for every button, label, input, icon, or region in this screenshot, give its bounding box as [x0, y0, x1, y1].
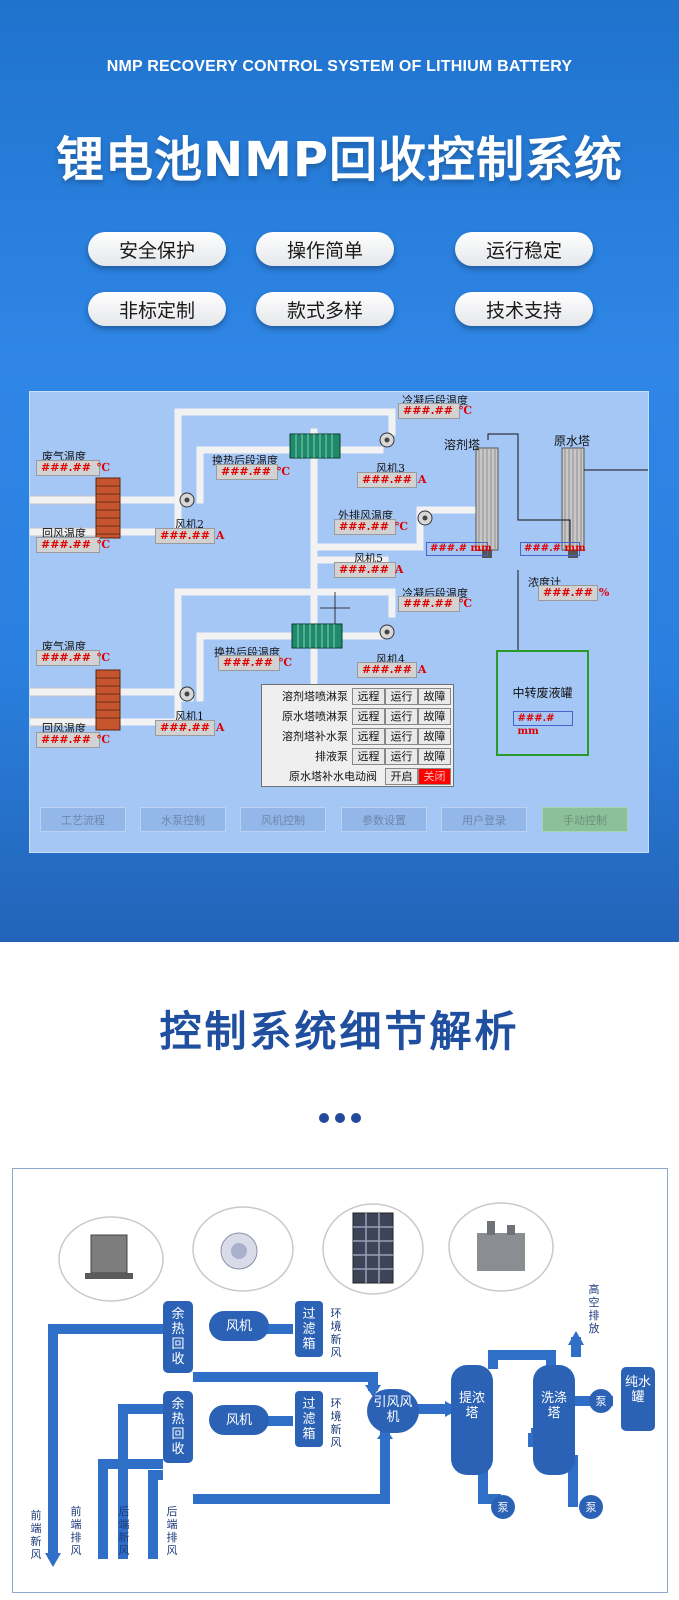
fan-box-2: 风机	[225, 1413, 252, 1428]
nav-parameter-settings[interactable]: 参数设置	[341, 807, 427, 832]
heat-exchange-temp-value: ###.##℃	[216, 464, 290, 480]
transfer-tank-label: 中转废液罐	[512, 686, 573, 700]
env-fresh-air-label-2: 环境新风	[330, 1397, 342, 1449]
pump-fault-cell: 故障	[418, 688, 451, 705]
exhaust-temp-label-2: 废气温度	[42, 640, 86, 653]
transfer-waste-tank: 中转废液罐 ###.# mm	[496, 650, 589, 756]
exhaust-temp-value: ###.##℃	[36, 460, 110, 476]
wash-tower-box: 洗涤塔	[540, 1391, 567, 1421]
process-diagram: 余热回收 余热回收 风机 风机 过滤箱 过滤箱 环境新风 环境新风 引风风机 提…	[12, 1168, 668, 1593]
raw-water-tower-level-value: ###.# mm	[520, 542, 586, 556]
env-fresh-air-label: 环境新风	[330, 1307, 342, 1359]
pump-circle: 泵	[497, 1501, 509, 1514]
nav-user-login[interactable]: 用户登录	[441, 807, 527, 832]
outer-exhaust-temp-label: 外排风温度	[338, 509, 393, 522]
concentrate-tower-box: 提浓塔	[458, 1391, 485, 1421]
outer-exhaust-temp-value: ###.##℃	[334, 519, 408, 535]
rear-exhaust-label: 后端排风	[166, 1505, 178, 1557]
front-fresh-air-label: 前端新风	[30, 1509, 42, 1561]
pump-fault-cell: 故障	[418, 708, 451, 725]
fan2-current-value: ###.##A	[155, 528, 224, 544]
hero-subtitle: NMP RECOVERY CONTROL SYSTEM OF LITHIUM B…	[106, 58, 573, 75]
fan1-label: 风机1	[175, 710, 204, 723]
pump-mode-cell[interactable]: 远程	[352, 748, 385, 765]
return-temp-value: ###.##℃	[36, 537, 110, 553]
solvent-tower-level-value: ###.# mm	[426, 542, 492, 556]
process-pipes	[30, 408, 648, 731]
exhaust-temp-label: 废气温度	[42, 450, 86, 463]
feature-pill: 运行稳定	[455, 232, 593, 266]
decor-dot	[335, 1113, 345, 1123]
feature-pill: 技术支持	[455, 292, 593, 326]
pump-run-cell[interactable]: 运行	[385, 708, 418, 725]
pump-circle-2: 泵	[585, 1501, 597, 1514]
feature-pill: 款式多样	[256, 292, 394, 326]
heat-recovery-box: 余热回收	[171, 1307, 185, 1367]
heat-recovery-box-2: 余热回收	[171, 1397, 185, 1457]
high-discharge-label: 高空排放	[588, 1283, 600, 1335]
fan3-current-value: ###.##A	[357, 472, 426, 488]
pump-mode-cell[interactable]: 远程	[352, 688, 385, 705]
pump-circle-3: 泵	[595, 1395, 607, 1408]
exhaust-temp-value-2: ###.##℃	[36, 650, 110, 666]
raw-water-tower-label: 原水塔	[554, 434, 591, 448]
pump-mode-cell[interactable]: 远程	[352, 728, 385, 745]
feature-pill: 操作简单	[256, 232, 394, 266]
filter-box: 过滤箱	[302, 1307, 316, 1352]
feature-pill: 安全保护	[88, 232, 226, 266]
feature-pill: 非标定制	[88, 292, 226, 326]
fan-box: 风机	[225, 1319, 252, 1334]
transfer-tank-level-value: ###.# mm	[512, 711, 573, 737]
decor-dot	[351, 1113, 361, 1123]
heat-exchange-temp-value-2: ###.##℃	[218, 655, 292, 671]
heat-exchanger-upper	[95, 477, 121, 539]
pump-run-cell[interactable]: 运行	[385, 688, 418, 705]
fan4-current-value: ###.##A	[357, 662, 426, 678]
rear-fresh-air-label: 后端新风	[118, 1505, 130, 1557]
concentration-value: ###.##%	[538, 585, 609, 601]
heat-exchange-temp-label: 换热后段温度	[212, 454, 278, 467]
fan1-current-value: ###.##A	[155, 720, 224, 736]
pump-run-cell[interactable]: 运行	[385, 728, 418, 745]
diagram-flow-graphics	[45, 1202, 655, 1567]
pure-water-tank-box: 纯水罐	[625, 1375, 652, 1405]
pump-fault-cell: 故障	[418, 728, 451, 745]
fan2-label: 风机2	[175, 518, 204, 531]
valve-close-button[interactable]: 关闭	[418, 768, 451, 785]
nav-fan-control[interactable]: 风机控制	[240, 807, 326, 832]
cool-temp-value: ###.##℃	[398, 403, 472, 419]
pump-fault-cell: 故障	[418, 748, 451, 765]
hero-banner: NMP RECOVERY CONTROL SYSTEM OF LITHIUM B…	[0, 0, 679, 942]
return-temp-value-2: ###.##℃	[36, 732, 110, 748]
hmi-process-screen: 废气温度 ###.##℃ 回风温度 ###.##℃ 换热后段温度 ###.##℃…	[29, 391, 649, 853]
return-temp-label: 回风温度	[42, 527, 86, 540]
valve-open-button[interactable]: 开启	[385, 768, 418, 785]
decor-dot	[319, 1113, 329, 1123]
solvent-tower-label: 溶剂塔	[444, 438, 481, 452]
pump-mode-cell[interactable]: 远程	[352, 708, 385, 725]
nav-pump-control[interactable]: 水泵控制	[140, 807, 226, 832]
raw-water-tower-graphic	[561, 447, 585, 558]
nav-process-flow[interactable]: 工艺流程	[40, 807, 126, 832]
return-temp-label-2: 回风温度	[42, 722, 86, 735]
cool-temp-value-2: ###.##℃	[398, 596, 472, 612]
section-title: 控制系统细节解析	[159, 1007, 520, 1056]
fan5-label: 风机5	[354, 552, 383, 565]
nav-manual-control[interactable]: 手动控制	[542, 807, 628, 832]
front-exhaust-label: 前端排风	[70, 1505, 82, 1557]
pump-run-cell[interactable]: 运行	[385, 748, 418, 765]
hero-title: 锂电池NMP回收控制系统	[55, 132, 624, 188]
pump-status-table: 溶剂塔喷淋泵 远程 运行 故障 原水塔喷淋泵 远程 运行 故障 溶剂塔补水泵 远…	[261, 684, 454, 787]
heat-exchanger-lower	[95, 669, 121, 731]
fan3-label: 风机3	[376, 462, 405, 475]
filter-box-2: 过滤箱	[302, 1397, 316, 1442]
induced-fan-box: 引风风机	[373, 1395, 413, 1425]
fan5-current-value: ###.##A	[334, 562, 403, 578]
